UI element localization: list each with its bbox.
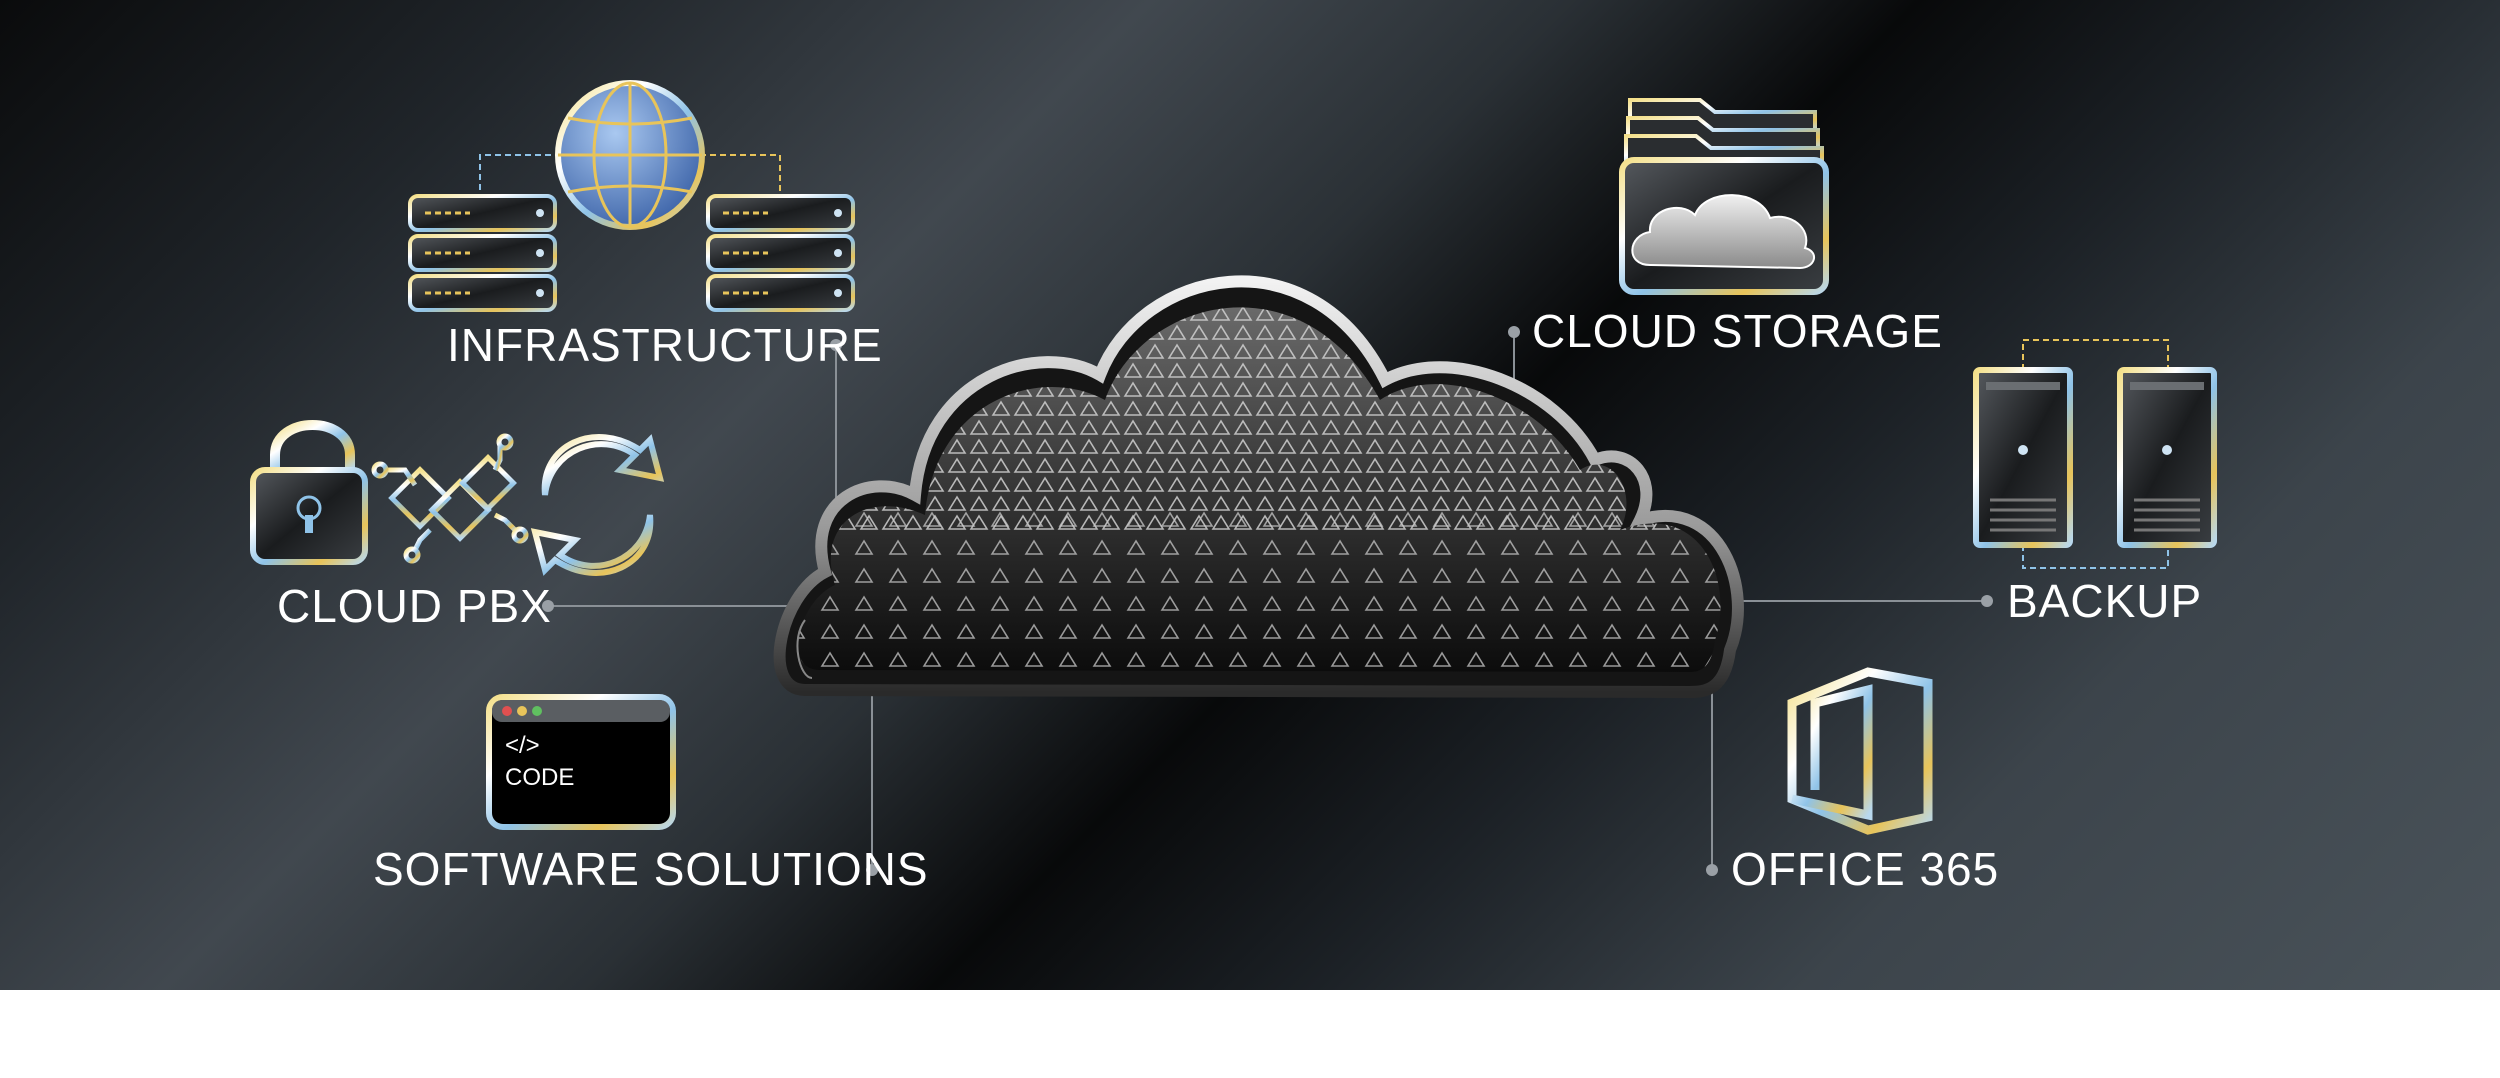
office-365-icon [1787, 667, 1933, 835]
cloud-storage-label: CLOUD STORAGE [1532, 305, 1943, 357]
code-window-icon [486, 694, 676, 830]
cloud-pbx-label: CLOUD PBX [277, 580, 552, 632]
server-tower-right [2117, 367, 2217, 548]
banner-background: INFRASTRUCTURE CLOUD PBX SOFTWARE SOLUTI… [0, 0, 2500, 990]
globe-server-icon [408, 80, 855, 312]
backup-label: BACKUP [2007, 575, 2203, 627]
globe-icon [555, 80, 705, 230]
server-rack-right-icon [706, 194, 855, 312]
code-symbol: </> [505, 732, 540, 759]
software-solutions-label: SOFTWARE SOLUTIONS [373, 843, 929, 895]
office-365-label: OFFICE 365 [1731, 843, 2000, 895]
server-tower-left [1973, 367, 2073, 548]
connector-dots [542, 326, 1993, 876]
infrastructure-label: INFRASTRUCTURE [447, 319, 883, 371]
lock-icon [250, 420, 368, 565]
code-label: CODE [505, 764, 575, 791]
code-window-text: </> CODE [505, 730, 574, 794]
bottom-margin [0, 990, 2500, 1078]
circuit-icon [371, 433, 529, 564]
cloud-folder-icon [1619, 98, 1829, 295]
cloud-icon [773, 275, 1744, 699]
sync-arrows-icon [530, 434, 665, 576]
server-tower-icon [1973, 339, 2217, 569]
illustration [250, 80, 2217, 876]
server-rack-left-icon [408, 194, 557, 312]
